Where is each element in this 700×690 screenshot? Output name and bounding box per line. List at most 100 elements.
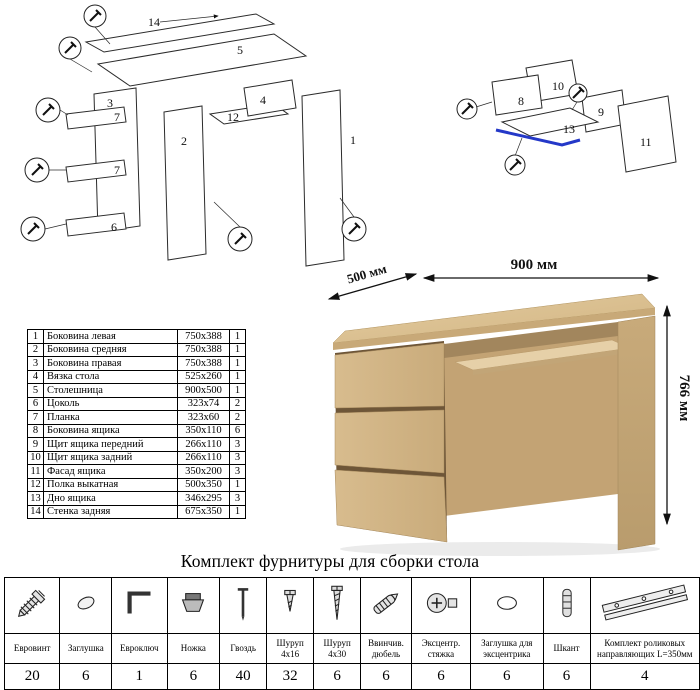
nail-icon [221,580,266,631]
part-drawer-bottom [500,107,600,137]
hardware-name: Ввинчив.дюбель [360,633,412,664]
fastener-callouts [20,4,367,252]
part-qty: 1 [229,356,246,371]
hardware-qty: 40 [219,663,268,690]
drawer-fastener-callouts [456,83,588,176]
hardware-name: Ножка [166,633,221,664]
part-num: 1 [27,329,44,344]
drawer-front-2 [334,409,445,474]
part-num: 11 [27,464,44,479]
part-num: 3 [27,356,44,371]
part-qty: 2 [229,410,246,425]
drawer-front-3 [334,469,448,543]
screw-icon [315,580,360,631]
desk-tabletop-edge [333,308,655,350]
hardware-name: Евровинт [3,633,61,664]
hardware-name: Евроключ [111,633,168,664]
hardware-name: Эксцентр.стяжка [410,633,472,664]
hardware-qty: 1 [111,663,168,690]
part-plinth [65,212,127,237]
part-qty: 2 [229,396,246,411]
hardware-name: Гвоздь [219,633,268,664]
part-name: Щит ящика задний [43,450,178,465]
part-name: Боковина левая [43,329,178,344]
hardware-qty: 6 [410,663,472,690]
part-num: 4 [27,369,44,384]
hardware-qty: 32 [266,663,315,690]
part-qty: 1 [229,329,246,344]
part-name: Полка выкатная [43,477,178,492]
part-label-9: 9 [598,105,604,119]
drawer-slides-icon [595,580,695,631]
hardware-qty-row: 20 6 1 6 40 32 6 6 6 6 6 4 [3,663,700,690]
part-label-2: 2 [181,134,187,148]
part-name: Боковина ящика [43,423,178,438]
part-label-4: 4 [260,93,266,107]
desk-render: 900 мм 500 мм 766 мм [327,257,692,556]
part-side-panel-right [301,89,345,267]
part-size: 323x74 [177,396,230,411]
part-label-1: 1 [350,133,356,147]
part-label-5: 5 [237,43,243,57]
part-label-3: 3 [107,96,113,110]
desk-right-panel [617,315,656,551]
hardware-table: Евровинт Заглушка Евроключ Ножка Гвоздь … [3,577,700,690]
hardware-names-row: Евровинт Заглушка Евроключ Ножка Гвоздь … [3,633,700,664]
part-qty: 3 [229,437,246,452]
part-qty: 3 [229,491,246,506]
part-size: 675x350 [177,504,230,519]
part-qty: 3 [229,464,246,479]
part-num: 2 [27,342,44,357]
part-name: Вязка стола [43,369,178,384]
part-qty: 1 [229,504,246,519]
cam-cap-icon [484,580,530,631]
dowel-screw-icon [363,580,409,631]
part-size: 266x110 [177,437,230,452]
dim-arrow-depth [327,273,418,300]
part-label-10: 10 [552,79,564,93]
dim-label-width: 900 мм [511,257,558,273]
part-size: 346x295 [177,491,230,506]
part-name: Столешница [43,383,178,398]
drawer-front-1 [334,342,445,409]
part-drawer-side-left [491,74,543,116]
hardware-icons-row [3,577,700,634]
part-plank-upper [65,106,127,130]
part-qty: 1 [229,477,246,492]
part-num: 5 [27,383,44,398]
part-label-14: 14 [148,15,160,29]
part-num: 7 [27,410,44,425]
hardware-qty: 6 [542,663,591,690]
part-tie [243,79,297,117]
dim-label-height: 766 мм [676,375,692,422]
part-size: 350x200 [177,464,230,479]
part-label-11: 11 [640,135,652,149]
part-size: 750x388 [177,329,230,344]
hardware-qty: 6 [59,663,113,690]
desk-parts-outlines [65,13,345,267]
part-qty: 3 [229,450,246,465]
part-side-panel-middle [163,105,207,261]
hardware-name: Заглушка [59,633,113,664]
part-name: Боковина правая [43,356,178,371]
wood-dowel-icon [544,580,589,631]
part-size: 525x260 [177,369,230,384]
part-num: 6 [27,396,44,411]
exploded-view-drawer: 10 8 9 11 13 [456,59,677,176]
part-qty: 6 [229,423,246,438]
part-size: 266x110 [177,450,230,465]
part-tabletop [96,33,308,87]
part-size: 900x500 [177,383,230,398]
part-name: Цоколь [43,396,178,411]
part-label-8: 8 [518,94,524,108]
part-size: 500x350 [177,477,230,492]
